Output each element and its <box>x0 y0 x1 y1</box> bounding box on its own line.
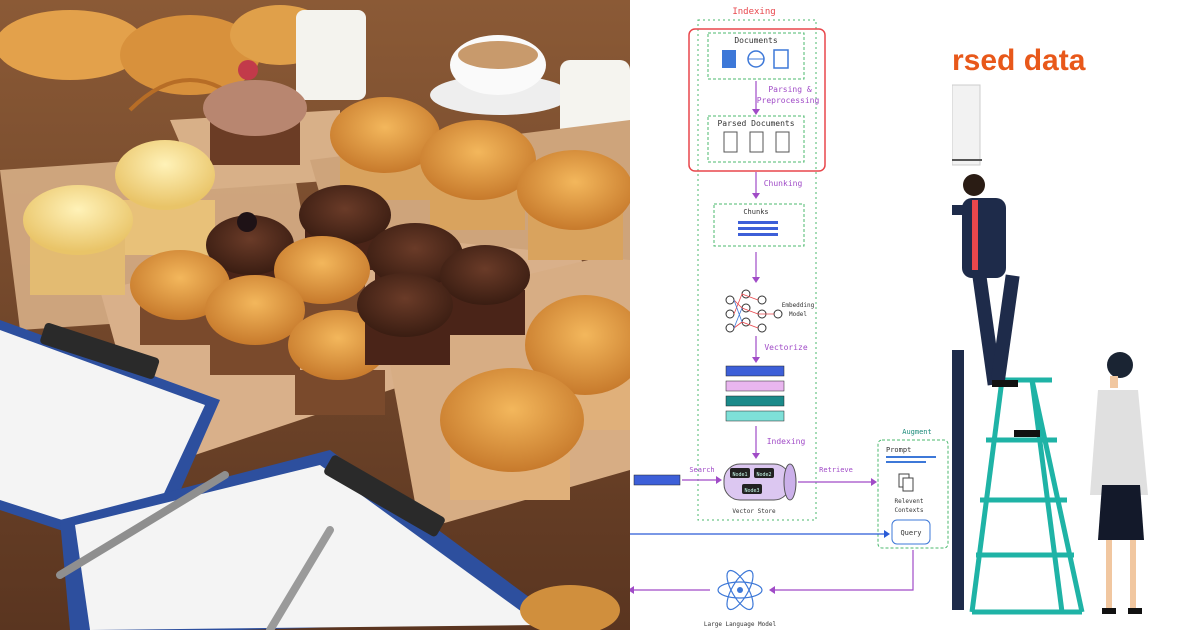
prompt-label: Prompt <box>886 446 911 454</box>
query-label: Query <box>900 529 921 537</box>
augment-label: Augment <box>902 428 932 436</box>
clipboards <box>0 320 560 630</box>
woman-standing <box>1090 352 1148 614</box>
doc-file-icon <box>722 50 736 68</box>
muffins <box>23 60 630 500</box>
indexing-title: Indexing <box>732 7 775 17</box>
rag-pipeline-diagram: Indexing Documents Parsing & Preprocessi… <box>630 0 952 630</box>
indexing-box <box>688 28 826 172</box>
croissants <box>0 5 330 112</box>
embedding-label: Embedding <box>782 302 815 309</box>
parsed-documents-box <box>707 115 805 163</box>
index-nodes: Node1 Node2 Node3 <box>730 468 774 494</box>
vector-store-label: Vector Store <box>732 508 776 515</box>
pen-2 <box>266 526 334 630</box>
svg-text:Node1: Node1 <box>732 472 747 478</box>
partial-heading: rsed data <box>952 44 1086 77</box>
augment-box <box>877 439 949 549</box>
ladder <box>969 377 1085 615</box>
parsed-doc-icons <box>723 131 790 153</box>
indexing-step-label: Indexing <box>767 437 806 446</box>
atom-icon <box>717 569 763 611</box>
people-ladder-illustration: rsed data <box>952 0 1200 630</box>
people-illustration-svg <box>952 84 1148 615</box>
llm-label: Large Language Model <box>704 621 777 628</box>
croissant-bottom <box>520 585 620 630</box>
search-label: Search <box>689 466 714 474</box>
preprocessing-label: Preprocessing <box>757 96 820 105</box>
chunks-label: Chunks <box>743 208 768 216</box>
documents-label: Documents <box>734 36 778 45</box>
pdf-file-icon <box>773 49 789 69</box>
presentation-board <box>952 84 981 166</box>
vectorize-label: Vectorize <box>764 343 808 352</box>
embedding-model-label: Model <box>789 311 807 318</box>
query-box <box>891 519 931 545</box>
svg-text:Node3: Node3 <box>744 488 759 494</box>
bakery-illustration <box>0 0 630 630</box>
documents-box <box>707 32 805 80</box>
man-on-ladder <box>952 174 1040 437</box>
parsing-label: Parsing & <box>768 85 812 94</box>
neural-network-icon <box>725 289 783 333</box>
query-vector-icon <box>633 474 681 486</box>
chunks-box <box>713 203 805 247</box>
relevant-label: Relevent <box>895 498 924 505</box>
pipeline-outline <box>697 19 817 521</box>
svg-text:Node2: Node2 <box>756 472 771 478</box>
milk-glass <box>296 10 366 100</box>
contexts-label: Contexts <box>895 507 924 514</box>
chunks-lines-icon <box>738 221 778 236</box>
chunking-label: Chunking <box>764 179 803 188</box>
pen <box>56 471 229 579</box>
retrieve-label: Retrieve <box>819 466 853 474</box>
bakery-photo-panel <box>0 0 630 630</box>
rag-diagram-svg: Indexing Documents Parsing & Preprocessi… <box>630 7 949 628</box>
partial-person <box>952 350 964 610</box>
vector-bars-icon <box>725 365 785 422</box>
parsed-documents-label: Parsed Documents <box>717 119 794 128</box>
